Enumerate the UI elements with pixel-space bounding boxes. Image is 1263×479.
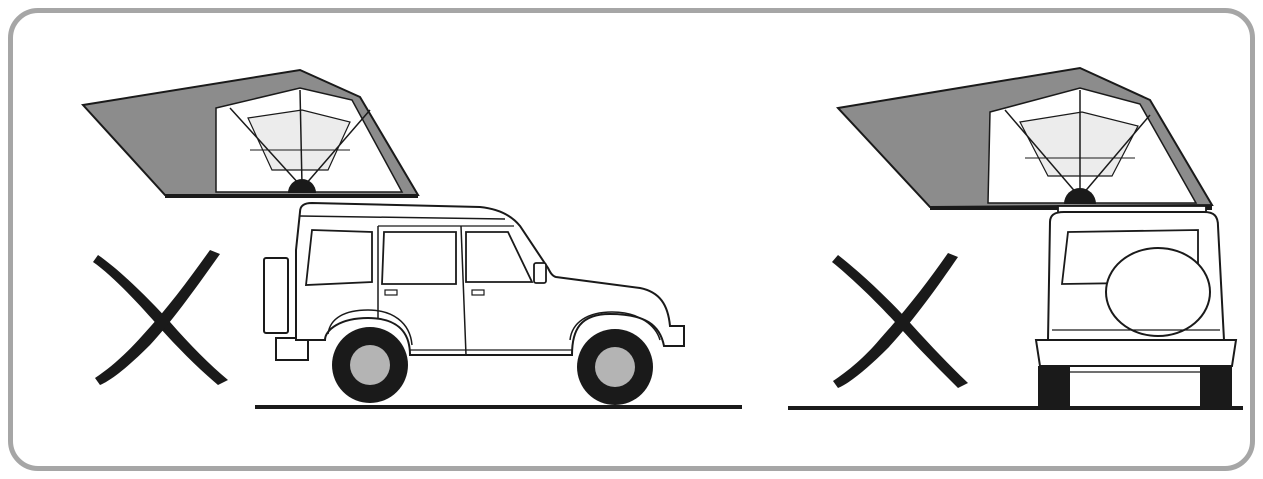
rear-door-window xyxy=(382,232,456,284)
wrong-x-mark xyxy=(93,250,228,385)
rear-bumper xyxy=(1036,340,1236,366)
right-tire xyxy=(1200,366,1232,408)
side-view-panel xyxy=(83,70,742,407)
front-wheel xyxy=(577,329,653,405)
left-tire xyxy=(1038,366,1070,408)
wrong-x-mark xyxy=(832,253,968,388)
suv-side-view xyxy=(264,203,684,405)
rooftop-tent xyxy=(838,68,1212,208)
rear-window xyxy=(306,230,372,285)
spare-tire xyxy=(264,258,288,333)
suv-rear-view xyxy=(1036,212,1236,408)
spare-tire xyxy=(1106,248,1210,336)
rear-view-panel xyxy=(788,68,1243,408)
rooftop-tent xyxy=(83,70,418,196)
rear-wheel xyxy=(332,327,408,403)
